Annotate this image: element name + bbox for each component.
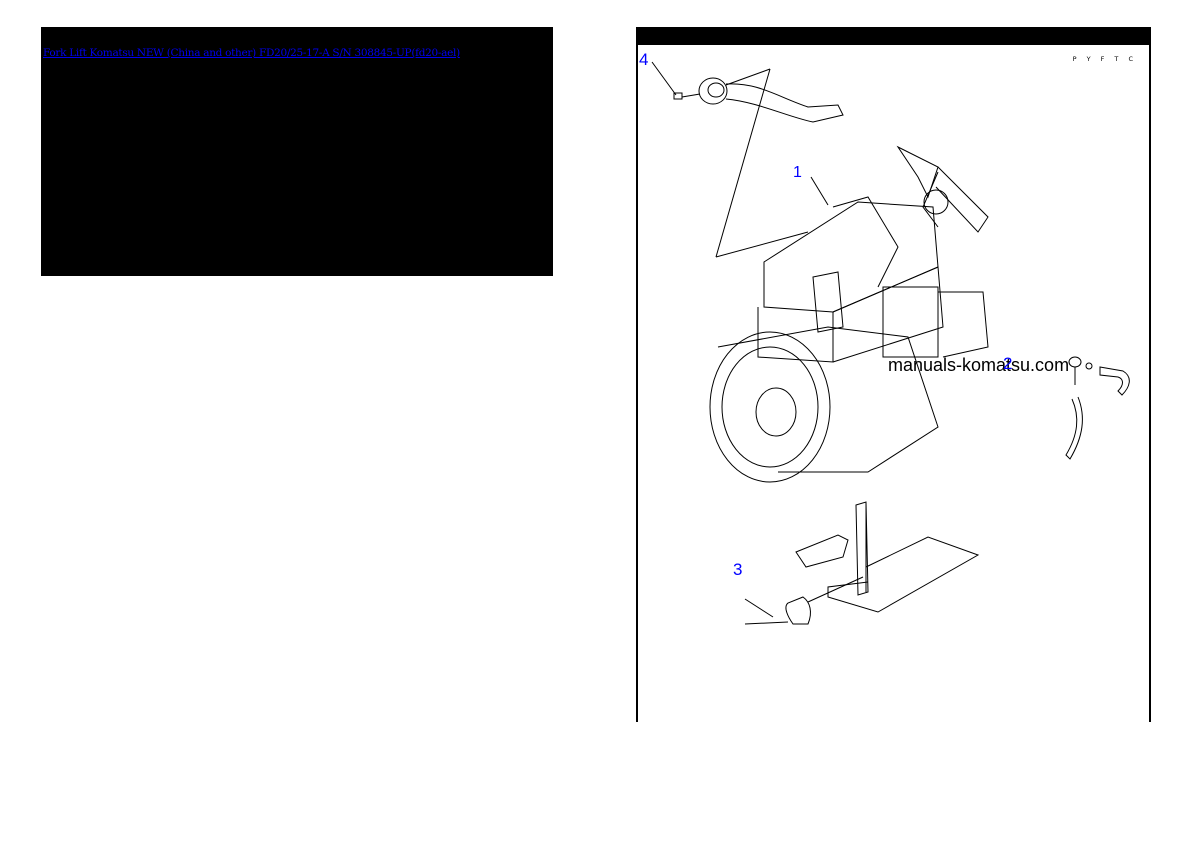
parts-diagram-panel: P Y F T C	[636, 27, 1151, 722]
small-hose-drawing	[1065, 356, 1130, 460]
title-box: Fork Lift Komatsu NEW (China and other) …	[41, 27, 553, 276]
bracket-drawing	[744, 501, 980, 625]
diagram-code: P Y F T C	[1072, 55, 1137, 63]
watermark-text: manuals-komatsu.com	[888, 355, 1070, 375]
callout-2[interactable]: 2	[1003, 354, 1013, 373]
callout-4[interactable]: 4	[639, 50, 649, 69]
callout-1[interactable]: 1	[793, 164, 802, 181]
engine-parts-illustration	[651, 61, 1130, 625]
panel-header-bar	[638, 27, 1149, 45]
water-hose-drawing	[651, 61, 844, 258]
callout-3[interactable]: 3	[733, 560, 743, 579]
engine-drawing	[709, 145, 989, 483]
breadcrumb-title-link[interactable]: Fork Lift Komatsu NEW (China and other) …	[43, 47, 460, 59]
